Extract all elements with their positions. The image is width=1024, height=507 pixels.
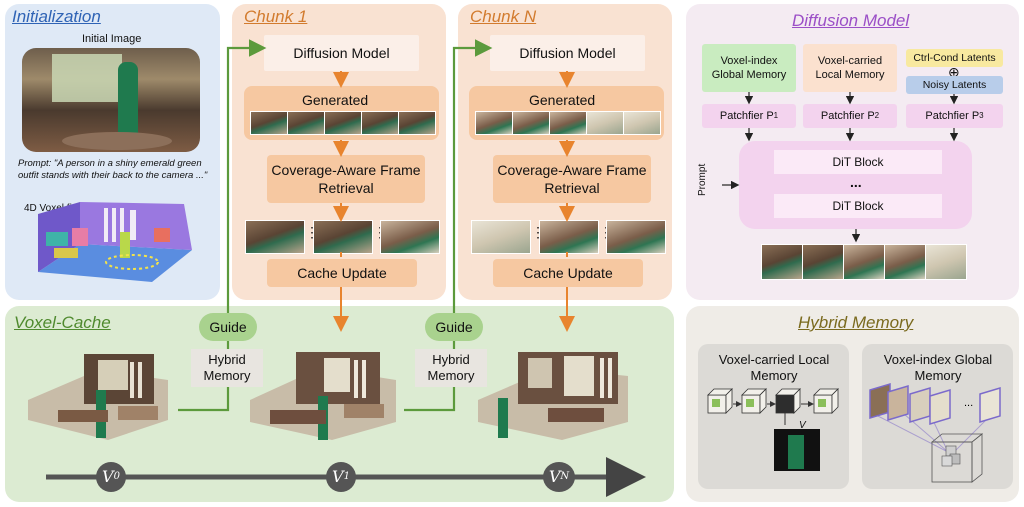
noisy-latents-box: Noisy Latents [906, 76, 1003, 94]
guide-pill-2: Guide [425, 313, 483, 341]
chunkN-ret-frame-3 [606, 220, 666, 254]
patchifier-1-label: Patchfier P [719, 110, 774, 122]
voxel-scene-0 [28, 354, 168, 440]
dm-output-frame-1 [761, 244, 803, 280]
initial-image [22, 48, 200, 152]
initial-image-label: Initial Image [82, 33, 142, 45]
v1-label: V [332, 467, 344, 486]
chunk1-gen-frame-3 [324, 111, 362, 135]
chunkN-diffusion-box: Diffusion Model [490, 35, 645, 71]
chunkN-gen-frame-2 [512, 111, 550, 135]
local-memory-card [698, 344, 849, 489]
chunk1-diffusion-box: Diffusion Model [264, 35, 419, 71]
svg-text:...: ... [964, 397, 973, 409]
patchifier-2-sub: 2 [874, 111, 880, 120]
chunk1-ret-frame-3 [380, 220, 440, 254]
diffusion-arrows [722, 92, 959, 243]
global-memory-card-label: Voxel-index Global Memory [883, 352, 993, 383]
chunk1-ret-frame-1 [245, 220, 305, 254]
rug-shape [62, 132, 172, 150]
v0-label: V [102, 467, 114, 486]
v0-sub: 0 [113, 471, 120, 482]
dit-block-2: DiT Block [774, 194, 942, 218]
vN-label: V [548, 467, 561, 486]
chunk1-gen-frame-2 [287, 111, 325, 135]
chunkN-cache-update-box: Cache Update [493, 259, 643, 287]
ctrl-latents-box: Ctrl-Cond Latents [906, 49, 1003, 67]
chunk1-generated-label: Generated [302, 92, 369, 108]
dm-output-frame-4 [884, 244, 926, 280]
dm-output-frame-3 [843, 244, 885, 280]
dit-dots: ... [850, 174, 862, 190]
person-figure [118, 62, 138, 144]
initialization-title: Initialization [12, 7, 101, 26]
dit-block-1: DiT Block [774, 150, 942, 174]
chunkN-gen-frame-3 [549, 111, 587, 135]
voxel-cache-title: Voxel-Cache [14, 313, 111, 332]
chunk1-title: Chunk 1 [244, 7, 308, 26]
chunk1-cache-update-box: Cache Update [267, 259, 417, 287]
local-memory-box: Voxel-carried Local Memory [803, 44, 897, 92]
chunk1-retrieval-box: Coverage-Aware Frame Retrieval [267, 155, 425, 203]
hybrid-memory-title: Hybrid Memory [798, 313, 914, 332]
local-memory-v-label: V [799, 420, 806, 431]
voxel-field-label: 4D Voxel field: [24, 203, 88, 214]
plus-symbol: ⊕ [948, 64, 960, 80]
guide-pill-1: Guide [199, 313, 257, 341]
global-memory-frames: ... [869, 382, 1001, 483]
patchifier-1-sub: 1 [773, 111, 779, 120]
prompt-text: Prompt: "A person in a shiny emerald gre… [18, 158, 208, 181]
patchifier-3-sub: 3 [979, 111, 984, 120]
dm-output-frame-5 [925, 244, 967, 280]
global-memory-box: Voxel-index Global Memory [702, 44, 796, 92]
chunk1-gen-frame-1 [250, 111, 288, 135]
chunk1-gen-frame-5 [398, 111, 436, 135]
chunkN-title: Chunk N [470, 7, 537, 26]
patchifier-3-label: Patchfier P [925, 110, 980, 122]
chunkN-gen-frame-5 [623, 111, 661, 135]
chunk1-gen-frame-4 [361, 111, 399, 135]
patchifier-2-label: Patchfier P [820, 110, 875, 122]
window-shape [52, 54, 122, 102]
chunkN-generated-label: Generated [529, 92, 596, 108]
chunkN-ret-frame-1 [471, 220, 531, 254]
local-memory-cubes [707, 388, 839, 471]
v1-sub: 1 [343, 471, 350, 482]
dm-output-frame-2 [802, 244, 844, 280]
hybrid-memory-box-1: Hybrid Memory [191, 349, 263, 387]
local-memory-card-label: Voxel-carried Local Memory [718, 352, 830, 383]
chunkN-retrieval-box: Coverage-Aware Frame Retrieval [493, 155, 651, 203]
voxel-scene-n [478, 352, 628, 440]
voxel-scene-1 [250, 352, 396, 440]
vN-sub: N [560, 471, 570, 482]
hybrid-memory-box-2: Hybrid Memory [415, 349, 487, 387]
diffusion-model-title: Diffusion Model [792, 11, 910, 30]
chunkN-ret-frame-2 [539, 220, 599, 254]
voxel-field-image [38, 202, 192, 282]
